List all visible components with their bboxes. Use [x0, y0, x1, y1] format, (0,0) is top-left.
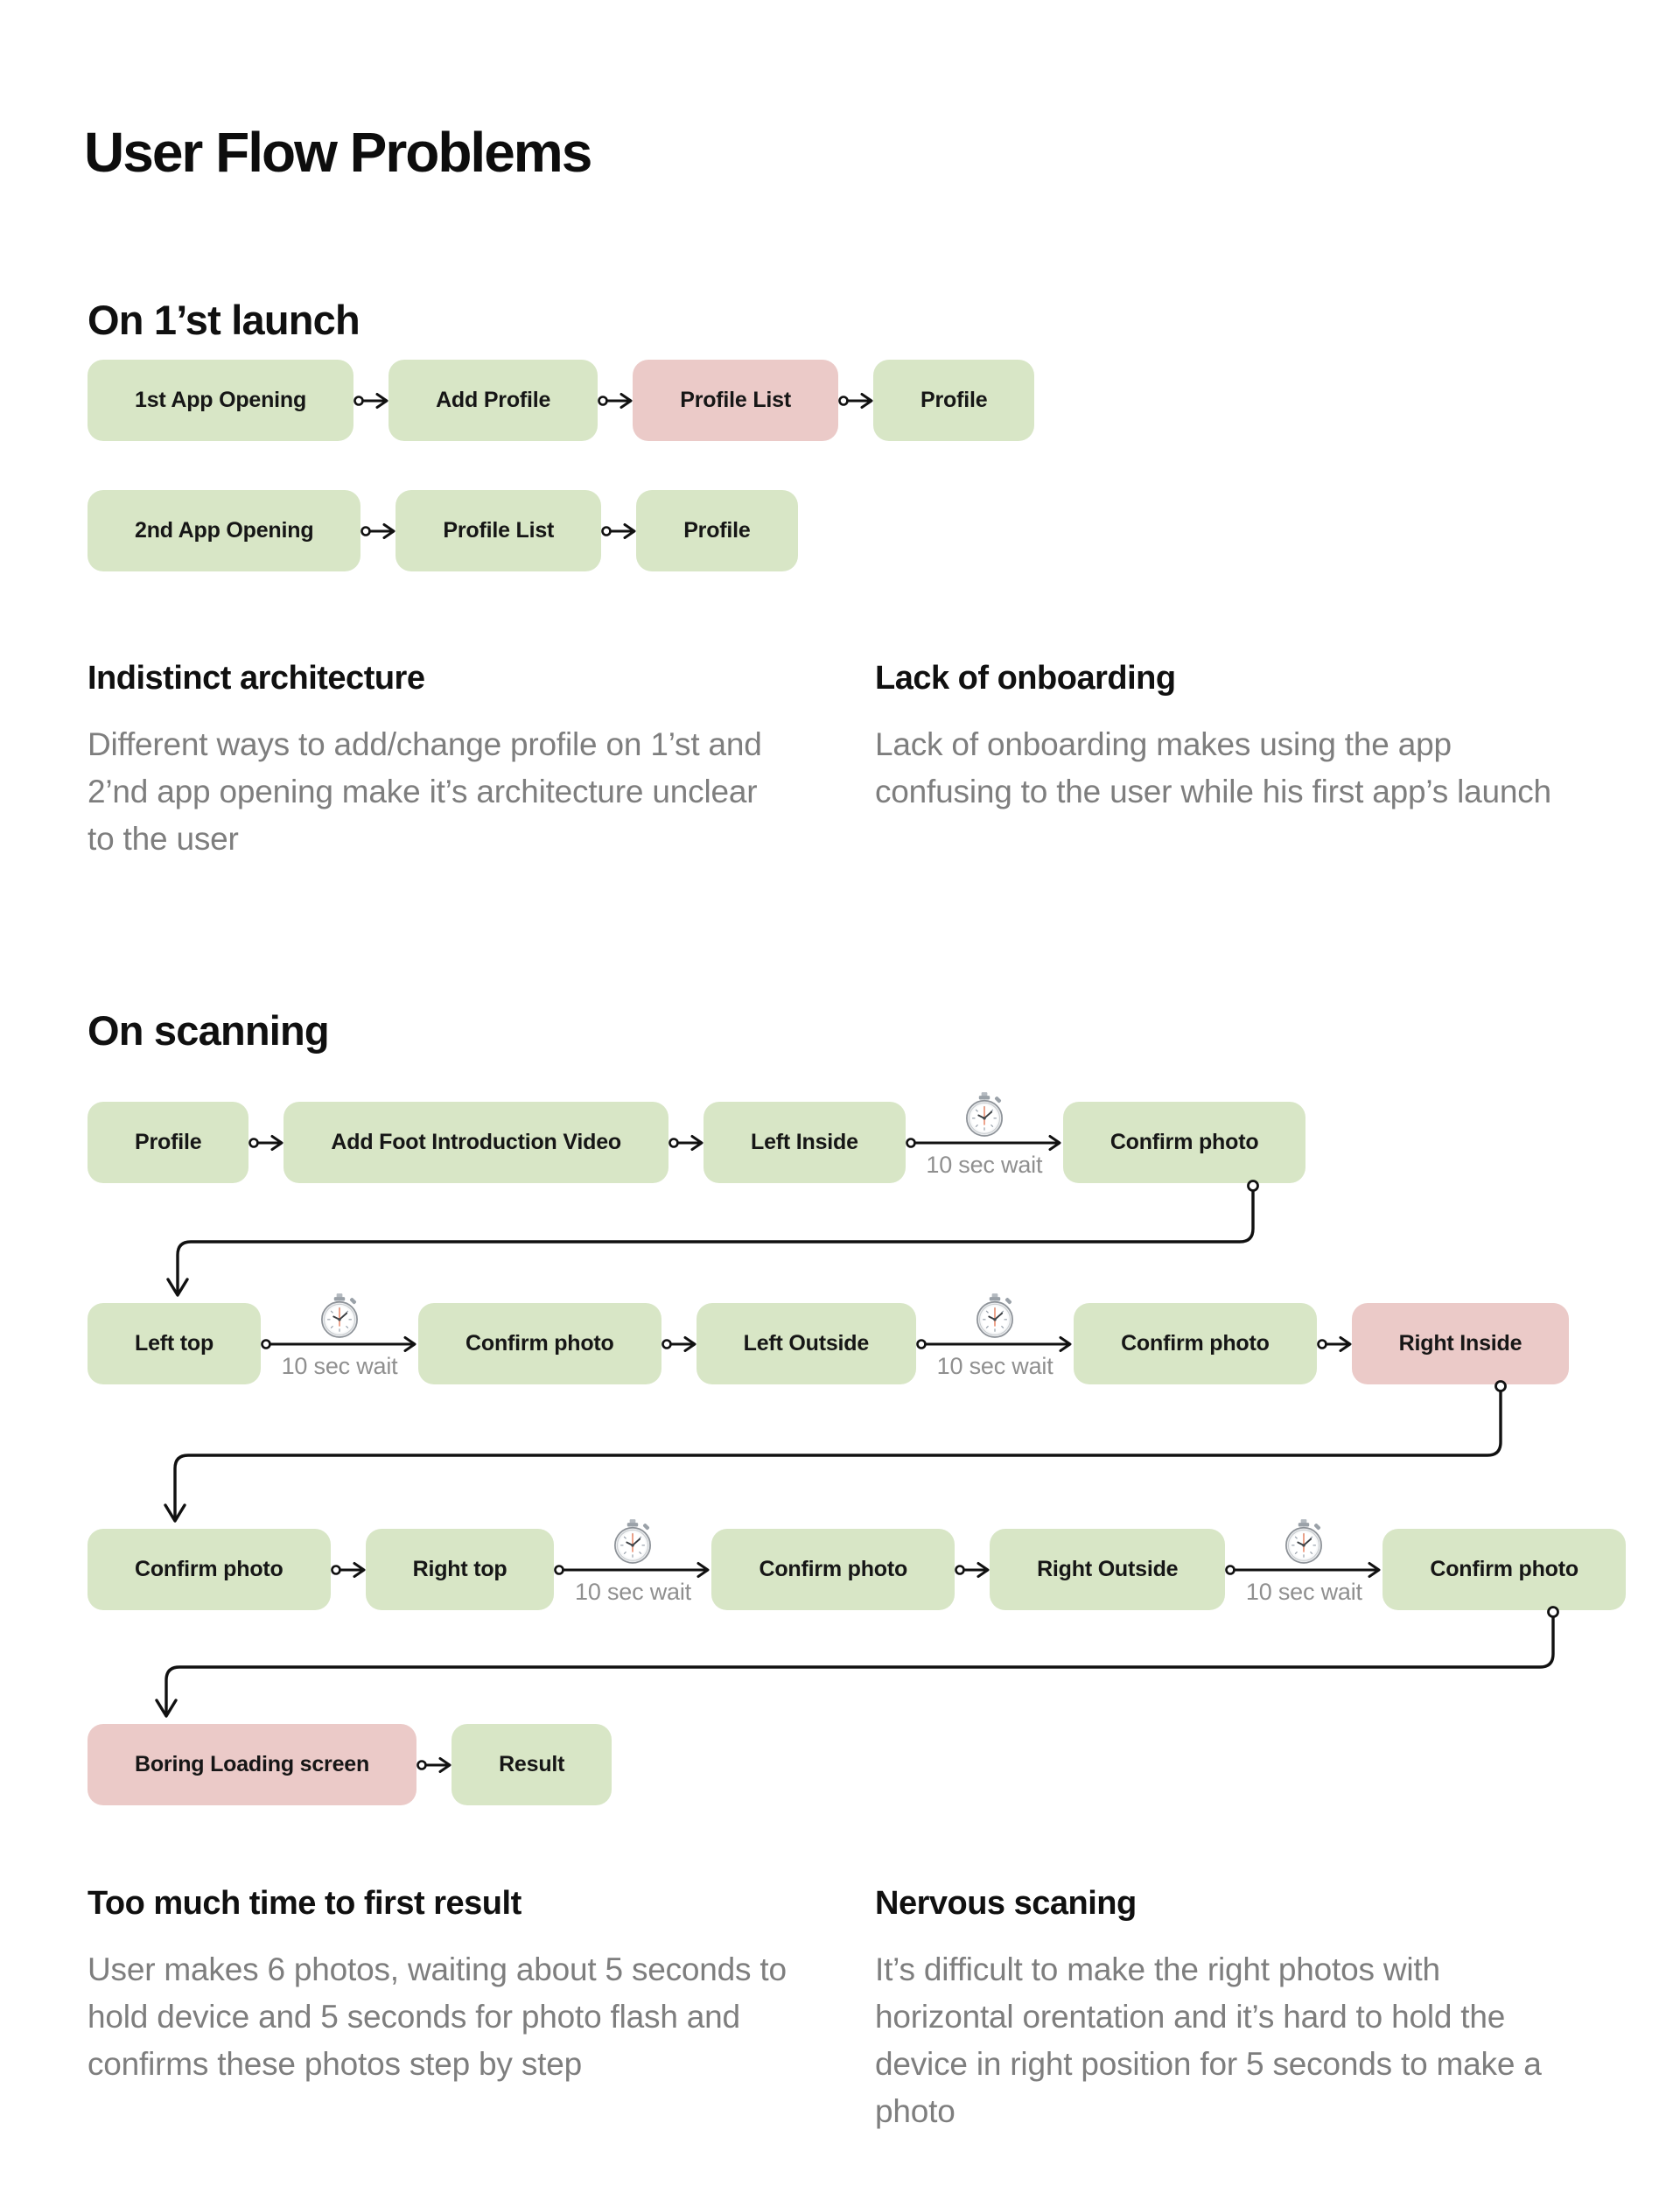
problem-title: Lack of onboarding — [875, 660, 1176, 697]
connector-arrowhead — [166, 1278, 189, 1297]
problem-body: Lack of onboarding makes using the app c… — [875, 726, 1551, 809]
flow-step: Profile List — [396, 490, 602, 571]
wait-duration-label: 10 sec wait — [575, 1579, 691, 1605]
flow-row-scanning-3: Confirm photo Right top — [88, 1519, 1626, 1610]
problem-indistinct-architecture: Indistinct architecture Different ways t… — [88, 658, 788, 863]
flow-step: Confirm photo — [1062, 1102, 1306, 1183]
flow-step: Add Foot Introduction Video — [284, 1102, 668, 1183]
flow-step: Confirm photo — [418, 1303, 662, 1384]
problem-too-much-time: Too much time to first result User makes… — [88, 1883, 822, 2088]
problem-title: Too much time to first result — [88, 1885, 522, 1922]
connector-line — [173, 1389, 1502, 1520]
arrow-icon — [261, 1335, 416, 1352]
wait-duration-label: 10 sec wait — [936, 1353, 1054, 1379]
problem-nervous-scanning: Nervous scaning It’s difficult to make t… — [875, 1883, 1628, 2135]
flow-step: Left top — [88, 1303, 262, 1384]
arrow-connector — [416, 1724, 452, 1805]
flow-row-launch-2: 2nd App Opening Profile List Profile — [88, 490, 798, 571]
connector-arrowhead — [155, 1699, 178, 1718]
arrow-icon — [554, 1561, 710, 1578]
arrow-icon — [661, 1335, 696, 1352]
arrow-icon — [416, 1756, 452, 1773]
flow-step: Confirm photo — [1074, 1303, 1317, 1384]
problem-title: Nervous scaning — [875, 1885, 1137, 1922]
flow-step: 2nd App Opening — [88, 490, 361, 571]
stopwatch-icon — [965, 1092, 1003, 1137]
flow-step: Profile — [636, 490, 798, 571]
stopwatch-icon — [321, 1293, 359, 1338]
flow-row-scanning-2: Left top — [88, 1293, 1570, 1384]
flow-step: Boring Loading screen — [88, 1724, 417, 1805]
page-title: User Flow Problems — [84, 120, 592, 184]
arrow-icon — [668, 1134, 704, 1151]
section-heading-launch: On 1’st launch — [88, 297, 360, 343]
flow-step: Confirm photo — [1382, 1529, 1626, 1610]
flow-step: Confirm photo — [711, 1529, 956, 1610]
wait-duration-label: 10 sec wait — [1245, 1579, 1362, 1605]
arrow-icon — [248, 1134, 284, 1151]
timed-arrow-connector: 10 sec wait — [261, 1293, 418, 1384]
flow-step: Right Outside — [990, 1529, 1226, 1610]
flow-row-launch-1: 1st App Opening Add Profile Profile List — [88, 360, 1035, 441]
stopwatch-icon — [1285, 1519, 1323, 1564]
wait-duration-label: 10 sec wait — [926, 1152, 1043, 1178]
arrow-icon — [916, 1335, 1072, 1352]
arrow-icon — [1225, 1561, 1381, 1578]
arrow-connector — [955, 1529, 990, 1610]
flow-row-scanning-1: Profile Add Foot Introduction Video Left… — [88, 1092, 1306, 1183]
arrow-connector — [330, 1529, 366, 1610]
flow-step: Right top — [365, 1529, 555, 1610]
stopwatch-icon — [976, 1293, 1014, 1338]
wait-duration-label: 10 sec wait — [281, 1353, 398, 1379]
stopwatch-icon — [614, 1519, 652, 1564]
arrow-icon — [1316, 1335, 1352, 1352]
timed-arrow-connector: 10 sec wait — [1225, 1519, 1382, 1610]
problem-body: Different ways to add/change profile on … — [88, 726, 762, 857]
problem-body: It’s difficult to make the right photos … — [875, 1951, 1542, 2129]
flow-step: Confirm photo — [88, 1529, 331, 1610]
arrow-icon — [354, 392, 388, 409]
arrow-icon — [330, 1561, 366, 1578]
arrow-icon — [601, 522, 636, 539]
flow-step: Right Inside — [1351, 1303, 1570, 1384]
problem-title: Indistinct architecture — [88, 660, 425, 697]
arrow-icon — [838, 392, 873, 409]
connector-arrowhead — [164, 1503, 186, 1523]
arrow-connector — [1316, 1303, 1352, 1384]
flow-row-scanning-4: Boring Loading screen Result — [88, 1724, 612, 1805]
flow-step: Result — [452, 1724, 612, 1805]
flow-step: 1st App Opening — [88, 360, 354, 441]
arrow-icon — [906, 1134, 1061, 1151]
arrow-connector — [360, 490, 396, 571]
timed-arrow-connector: 10 sec wait — [916, 1293, 1074, 1384]
arrow-connector — [248, 1102, 284, 1183]
flow-step: Add Profile — [388, 360, 598, 441]
problem-body: User makes 6 photos, waiting about 5 sec… — [88, 1951, 787, 2082]
arrow-icon — [955, 1561, 990, 1578]
connector-line — [176, 1188, 1255, 1294]
timed-arrow-connector: 10 sec wait — [906, 1092, 1063, 1183]
arrow-icon — [360, 522, 396, 539]
arrow-connector — [838, 360, 873, 441]
flow-step: Profile — [88, 1102, 249, 1183]
flow-step: Profile List — [633, 360, 839, 441]
flow-step: Left Inside — [704, 1102, 906, 1183]
arrow-connector — [661, 1303, 696, 1384]
problem-lack-of-onboarding: Lack of onboarding Lack of onboarding ma… — [875, 658, 1628, 816]
section-heading-scanning: On scanning — [88, 1007, 330, 1054]
flow-step: Left Outside — [696, 1303, 917, 1384]
arrow-connector — [354, 360, 388, 441]
arrow-connector — [598, 360, 633, 441]
arrow-connector — [668, 1102, 704, 1183]
flow-step: Profile — [873, 360, 1035, 441]
arrow-connector — [601, 490, 636, 571]
connector-line — [164, 1615, 1555, 1715]
arrow-icon — [598, 392, 633, 409]
timed-arrow-connector: 10 sec wait — [554, 1519, 711, 1610]
